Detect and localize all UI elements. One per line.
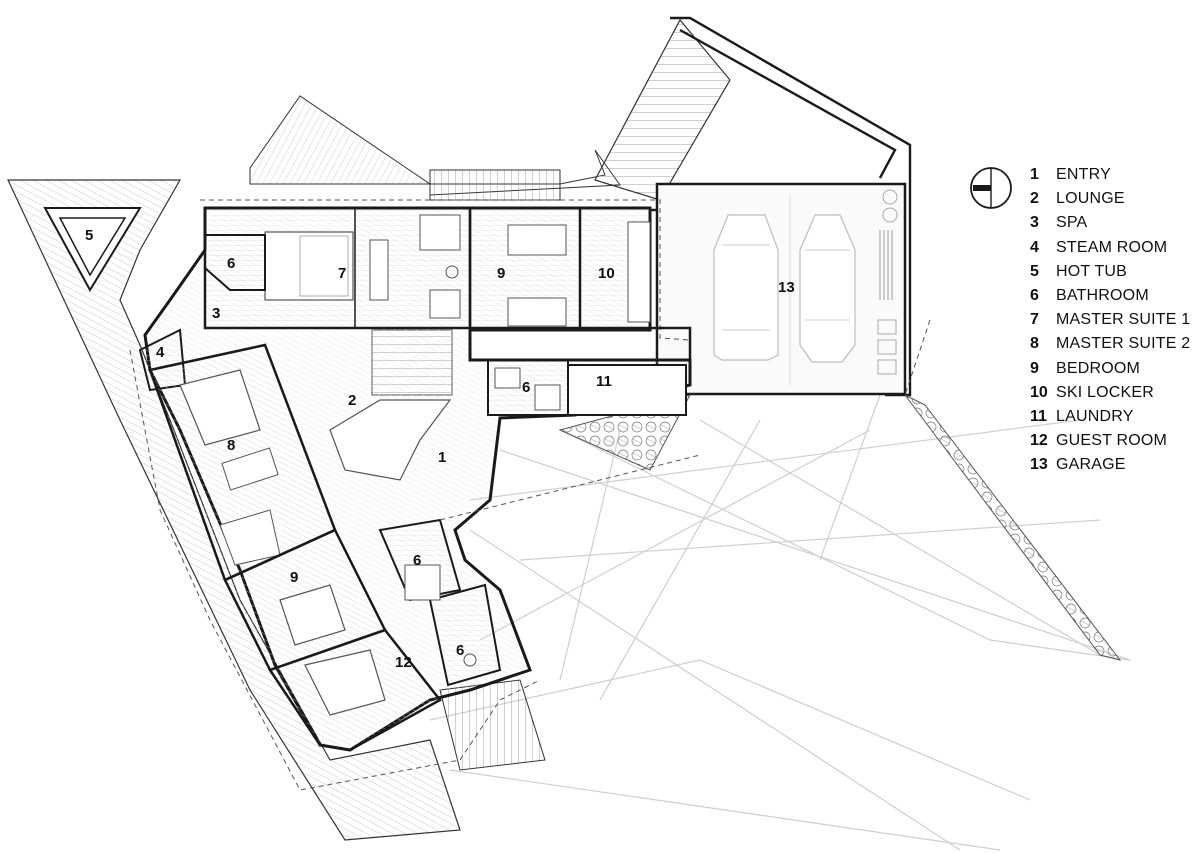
room-labels: 1 2 3 4 5 6 6 6 6 7 8 9 9 10 11 12 13 (85, 227, 795, 671)
label-entry: 1 (438, 449, 446, 466)
legend-item: 2 LOUNGE (1030, 187, 1190, 211)
label-bathroom-a: 6 (227, 255, 235, 272)
legend-number: 12 (1030, 432, 1048, 450)
legend-item: 3 SPA (1030, 211, 1190, 235)
label-guest-room: 12 (395, 654, 412, 671)
legend-number: 8 (1030, 335, 1039, 353)
legend-number: 11 (1030, 407, 1047, 425)
legend-label: SPA (1056, 214, 1088, 232)
legend-label: MASTER SUITE 1 (1056, 311, 1191, 329)
driveway-lines (429, 394, 1131, 851)
legend-item: 11 LAUNDRY (1030, 405, 1190, 429)
legend-item: 1 ENTRY (1030, 163, 1190, 187)
car-right-icon (799, 214, 856, 363)
legend-item: 5 HOT TUB (1030, 260, 1190, 284)
legend-number: 2 (1030, 190, 1039, 208)
label-bedroom-b: 9 (290, 569, 298, 586)
legend-label: SKI LOCKER (1056, 383, 1155, 401)
roof-outline (129, 199, 931, 791)
legend-item: 13 GARAGE (1030, 453, 1190, 477)
legend-label: GARAGE (1056, 456, 1126, 474)
legend-label: BEDROOM (1056, 359, 1141, 377)
hot-tub (43, 207, 142, 292)
legend-label: STEAM ROOM (1056, 238, 1168, 256)
link-walls (650, 208, 692, 360)
label-ski-locker: 10 (598, 265, 615, 282)
legend-label: BATHROOM (1056, 287, 1149, 305)
car-left-icon (713, 214, 779, 361)
label-steam-room: 4 (156, 344, 165, 361)
legend-number: 7 (1030, 311, 1039, 329)
legend-number: 3 (1030, 214, 1039, 232)
north-arrow-icon (970, 167, 1012, 209)
legend-label: MASTER SUITE 2 (1056, 335, 1191, 353)
legend-item: 10 SKI LOCKER (1030, 381, 1190, 405)
legend-number: 4 (1030, 238, 1039, 256)
legend-item: 7 MASTER SUITE 1 (1030, 308, 1190, 332)
legend-number: 13 (1030, 456, 1048, 474)
label-bedroom-a: 9 (497, 265, 505, 282)
legend-label: LOUNGE (1056, 190, 1125, 208)
legend-item: 9 BEDROOM (1030, 357, 1190, 381)
label-bathroom-c: 6 (413, 552, 421, 569)
label-bathroom-b: 6 (522, 379, 530, 396)
legend-label: HOT TUB (1056, 262, 1128, 280)
legend-number: 6 (1030, 287, 1039, 305)
label-lounge: 2 (348, 392, 356, 409)
legend-number: 10 (1030, 383, 1048, 401)
label-spa: 3 (212, 305, 220, 322)
label-master-suite-1: 7 (338, 265, 346, 282)
legend-item: 4 STEAM ROOM (1030, 236, 1190, 260)
label-master-suite-2: 8 (227, 437, 235, 454)
legend-label: ENTRY (1056, 166, 1111, 184)
label-garage: 13 (778, 279, 795, 296)
legend-number: 5 (1030, 262, 1039, 280)
legend-item: 8 MASTER SUITE 2 (1030, 332, 1190, 356)
label-bathroom-d: 6 (456, 642, 464, 659)
legend-number: 9 (1030, 359, 1039, 377)
legend-label: LAUNDRY (1056, 407, 1134, 425)
legend-label: GUEST ROOM (1056, 432, 1168, 450)
legend-item: 12 GUEST ROOM (1030, 429, 1190, 453)
legend-number: 1 (1030, 166, 1039, 184)
label-laundry: 11 (596, 373, 612, 390)
legend-item: 6 BATHROOM (1030, 284, 1190, 308)
garage (655, 182, 907, 396)
house-footprint (138, 206, 692, 752)
room-legend: 1 ENTRY 2 LOUNGE 3 SPA 4 STEAM ROOM 5 HOT TUB… (1030, 163, 1190, 477)
label-hot-tub: 5 (85, 227, 93, 244)
